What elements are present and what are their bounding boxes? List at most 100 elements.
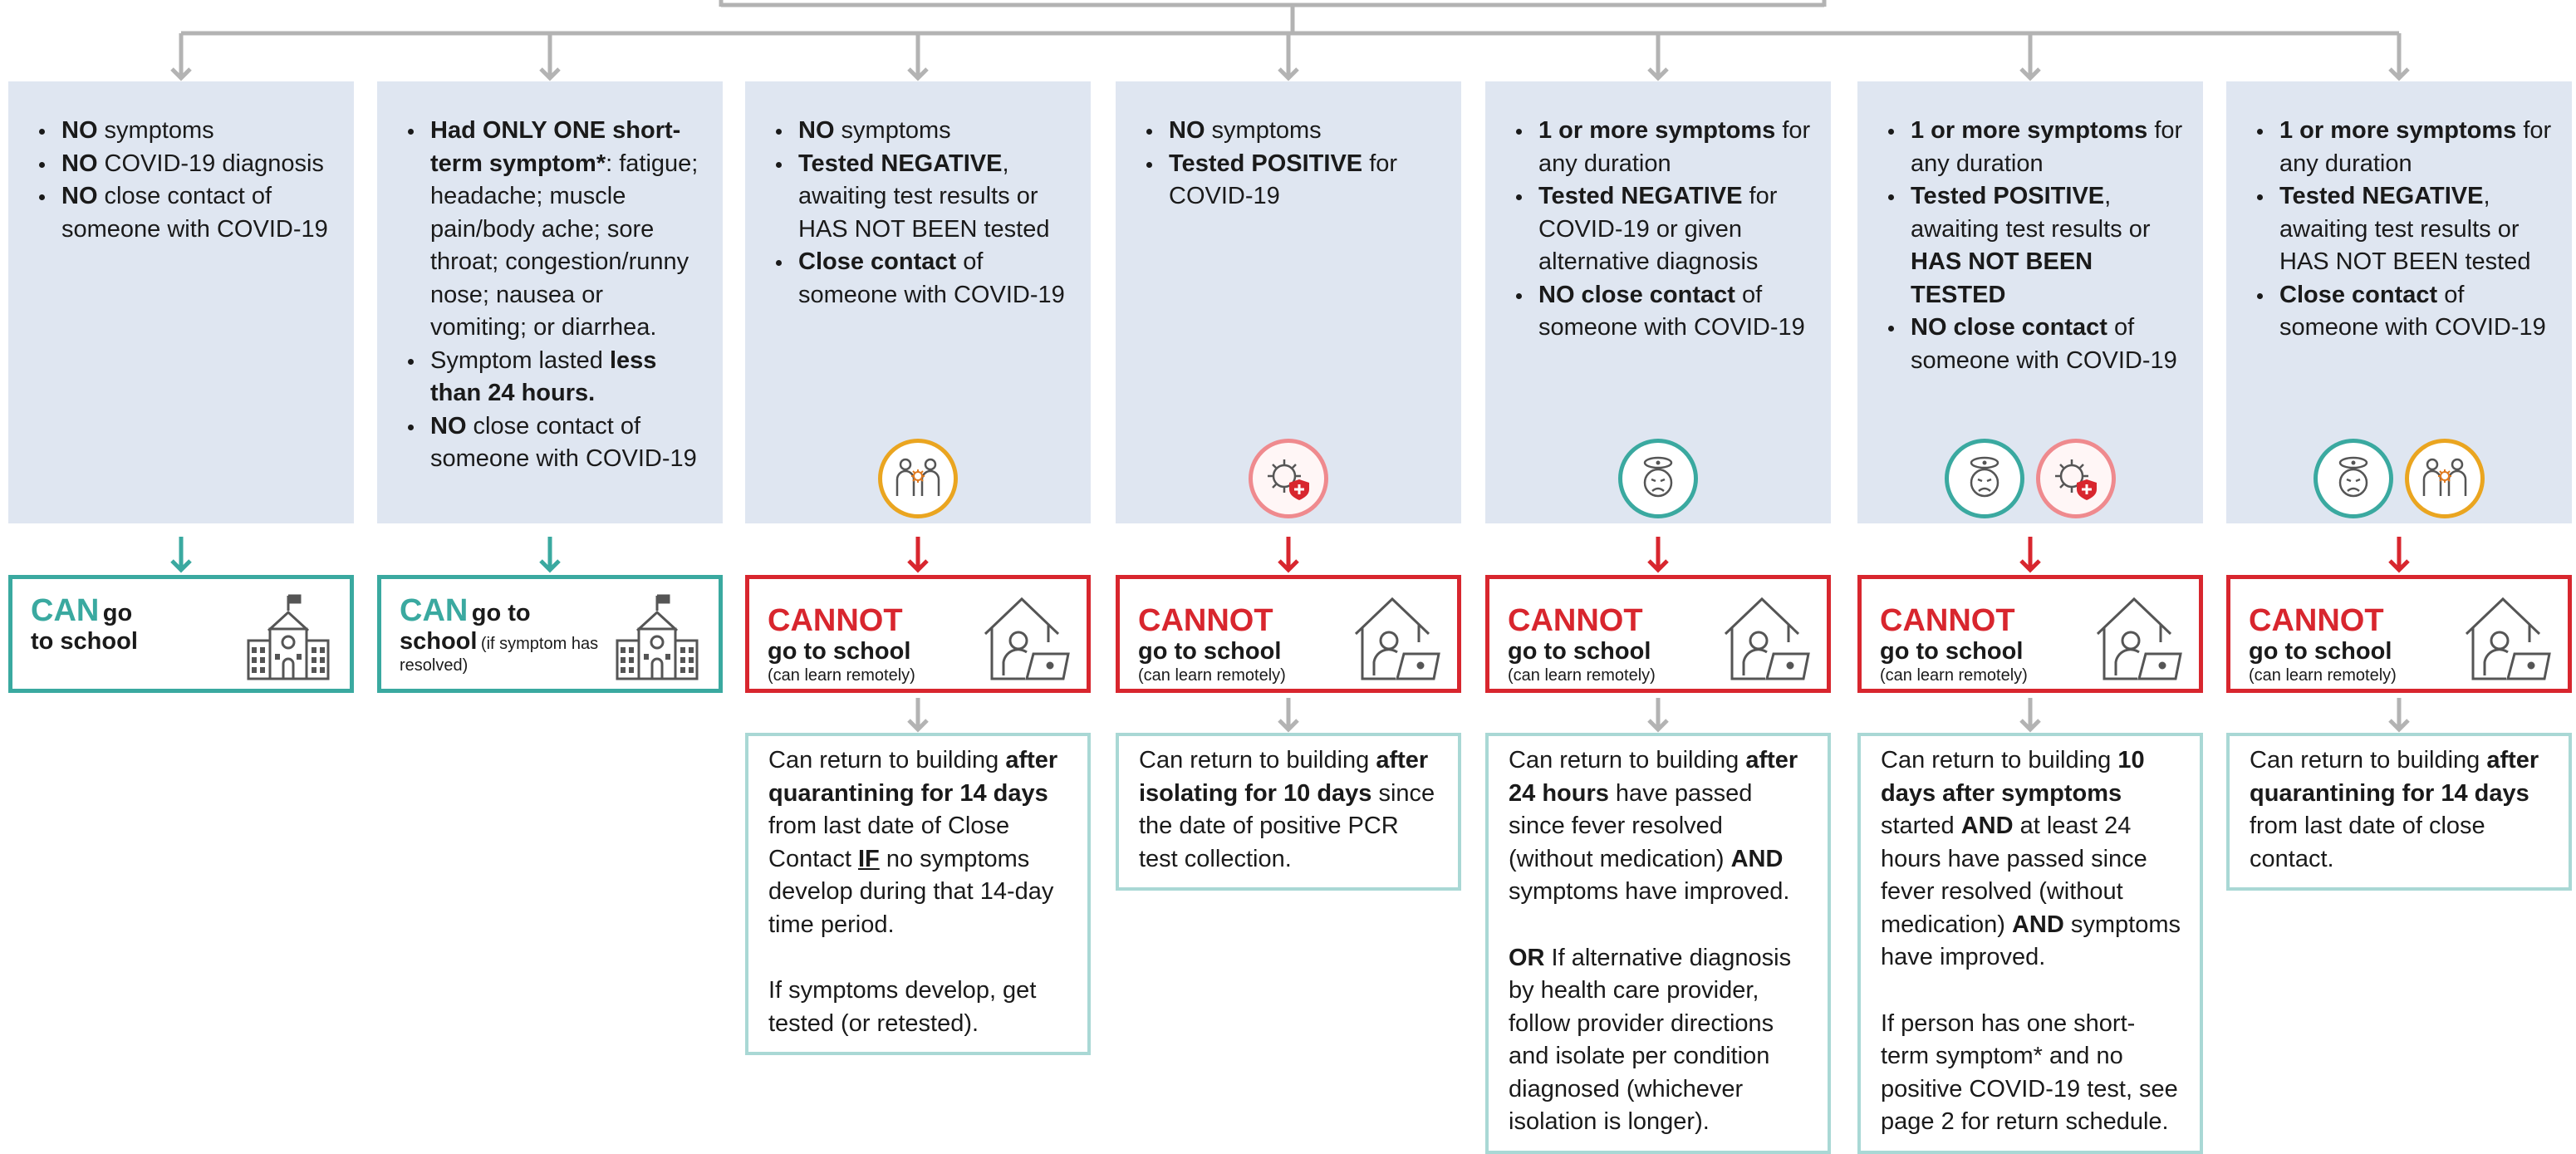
text-run: : fatigue; headache; muscle pain/body ac…: [430, 150, 699, 341]
symptoms-icon: [1618, 439, 1698, 518]
condition-item: Tested POSITIVE, awaiting test results o…: [1906, 180, 2185, 312]
return-paragraph: If person has one short-term symptom* an…: [1881, 1008, 2181, 1139]
condition-item: NO symptoms: [793, 115, 1072, 148]
condition-item: NO close contact of someone with COVID-1…: [56, 180, 336, 246]
text-run: close contact of someone with COVID-19: [430, 412, 697, 473]
result-status: CANNOT: [768, 603, 903, 638]
return-paragraph: OR If alternative diagnosis by health ca…: [1509, 942, 1809, 1139]
text-run: close contact of someone with COVID-19: [61, 183, 328, 243]
condition-icons: [2226, 439, 2572, 518]
text-run: , awaiting test results or HAS NOT BEEN …: [798, 150, 1050, 243]
text-run: for any duration: [1911, 117, 2183, 177]
return-arrow-head-4: [1278, 719, 1299, 733]
bold-text-run: HAS NOT BEEN TESTED: [1911, 248, 2093, 308]
text-run: symptoms: [834, 117, 951, 144]
scenario-column-2: Had ONLY ONE short-term symptom*: fatigu…: [377, 0, 723, 1142]
return-arrow-head-3: [907, 719, 929, 733]
bold-text-run: NO: [430, 412, 467, 440]
condition-item: Had ONLY ONE short-term symptom*: fatigu…: [425, 115, 704, 345]
return-paragraph: Can return to building after quarantinin…: [2250, 744, 2550, 876]
text-run: of someone with COVID-19: [798, 248, 1065, 308]
result-arrow-head-6: [2019, 559, 2041, 573]
return-paragraph: Can return to building after quarantinin…: [768, 744, 1069, 941]
text-run: COVID-19 diagnosis: [97, 150, 324, 177]
bold-text-run: Tested NEGATIVE: [798, 150, 1003, 177]
return-arrow-head-7: [2388, 719, 2410, 733]
home-remote-learning-icon: [984, 597, 1070, 680]
text-run: symptoms have improved.: [1509, 878, 1790, 905]
text-run: , awaiting test results or: [1911, 183, 2151, 243]
condition-icons: [745, 439, 1091, 518]
text-run: from last date of Close Contact: [768, 813, 1010, 872]
result-note: (if symptom has resolved): [400, 635, 599, 675]
condition-item: Tested NEGATIVE, awaiting test results o…: [2274, 180, 2554, 279]
conditions-box: 1 or more symptoms for any durationTeste…: [2226, 81, 2572, 523]
bold-text-run: Close contact: [2279, 281, 2438, 308]
result-arrow-head-4: [1278, 559, 1299, 573]
text-run: Symptom lasted: [430, 346, 610, 374]
bold-text-run: 1 or more symptoms: [2279, 117, 2517, 144]
conditions-box: NO symptomsNO COVID-19 diagnosisNO close…: [8, 81, 354, 523]
return-arrow-head-6: [2019, 719, 2041, 733]
conditions-list: NO symptomsTested POSITIVE for COVID-19: [1134, 115, 1443, 214]
text-run: symptoms have improved.: [1881, 911, 2181, 971]
conditions-list: NO symptomsNO COVID-19 diagnosisNO close…: [27, 115, 336, 246]
return-arrow-head-5: [1647, 719, 1669, 733]
text-run: of someone with COVID-19: [1538, 281, 1805, 341]
result-note: (can learn remotely): [1138, 666, 1286, 685]
bold-text-run: NO close contact: [1538, 281, 1735, 308]
home-remote-learning-icon: [2096, 597, 2182, 680]
text-run: symptoms: [97, 117, 214, 144]
scenario-column-1: NO symptomsNO COVID-19 diagnosisNO close…: [8, 0, 354, 1142]
bold-text-run: NO: [61, 150, 98, 177]
bold-text-run: less than 24 hours.: [430, 346, 657, 407]
result-line1: go to school: [1508, 638, 1651, 665]
result-note: (can learn remotely): [1508, 666, 1656, 685]
result-status: CAN: [31, 593, 100, 628]
condition-item: NO close contact of someone with COVID-1…: [1906, 312, 2185, 377]
positive-test-icon: [1249, 439, 1328, 518]
result-line1: go: [102, 600, 133, 626]
condition-item: Close contact of someone with COVID-19: [2274, 279, 2554, 345]
condition-item: Close contact of someone with COVID-19: [793, 246, 1072, 312]
text-run: Can return to building: [768, 747, 1006, 773]
scenario-column-4: NO symptomsTested POSITIVE for COVID-19C…: [1116, 0, 1461, 1142]
result-arrow-head-2: [539, 559, 561, 573]
school-building-icon: [247, 594, 330, 680]
result-line2: school: [400, 628, 478, 655]
scenario-column-3: NO symptomsTested NEGATIVE, awaiting tes…: [745, 0, 1091, 1142]
result-line1: go to: [471, 600, 531, 626]
bold-text-run: Had ONLY ONE short-term symptom*: [430, 117, 681, 177]
text-run: at least 24 hours have passed since feve…: [1881, 813, 2147, 938]
bold-text-run: OR: [1509, 944, 1545, 971]
bold-text-run: Tested POSITIVE: [1169, 150, 1363, 177]
bold-text-run: NO: [61, 183, 98, 209]
scenario-column-6: 1 or more symptoms for any durationTeste…: [1857, 0, 2203, 1154]
conditions-list: 1 or more symptoms for any durationTeste…: [2245, 115, 2554, 345]
home-remote-learning-icon: [1354, 597, 1440, 680]
condition-icons: [1857, 439, 2203, 518]
conditions-box: 1 or more symptoms for any durationTeste…: [1485, 81, 1831, 523]
condition-item: NO COVID-19 diagnosis: [56, 148, 336, 181]
text-run: Can return to building: [1881, 747, 2118, 773]
bold-text-run: IF: [858, 845, 880, 872]
branch-arrow-4: [1278, 67, 1299, 81]
branch-arrow-3: [907, 67, 929, 81]
bold-text-run: AND: [1730, 845, 1784, 872]
result-status: CANNOT: [1880, 603, 2015, 638]
return-to-building-box: Can return to building 10 days after sym…: [1857, 733, 2203, 1154]
paragraph-gap: [1881, 975, 2181, 1008]
result-status: CANNOT: [1138, 603, 1273, 638]
result-line2: to school: [31, 628, 138, 655]
result-note: (can learn remotely): [1880, 666, 2028, 685]
result-arrow-head-1: [170, 559, 192, 573]
conditions-list: 1 or more symptoms for any durationTeste…: [1504, 115, 1813, 345]
text-run: of someone with COVID-19: [2279, 281, 2546, 341]
